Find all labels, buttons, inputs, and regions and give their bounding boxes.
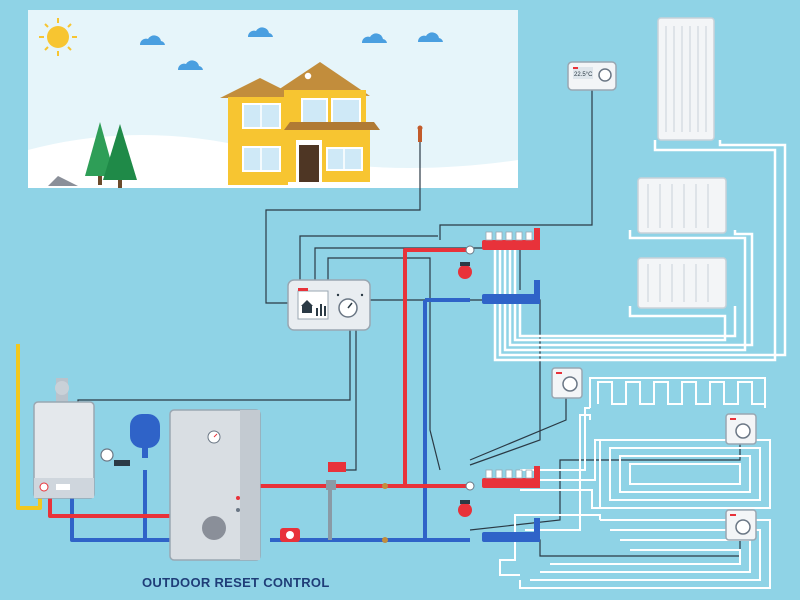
radiator-icon [657, 17, 715, 141]
manifold-icon [482, 228, 540, 250]
mixing-valve-icon [326, 462, 346, 490]
sun-icon [39, 18, 77, 56]
expansion-tank-icon [130, 414, 160, 458]
outdoor-sensor-icon [417, 125, 423, 142]
house-icon [220, 62, 380, 187]
pump-icon [280, 528, 300, 542]
manifold-icon [482, 280, 540, 304]
radiator-piping [493, 140, 787, 362]
gas-pipe [16, 344, 42, 510]
pump-icon [458, 262, 472, 279]
manifold-icon [482, 518, 540, 542]
thermostat-icon [725, 413, 757, 445]
cloud-icon [247, 27, 273, 37]
controller-icon [287, 279, 371, 331]
storage-tank-icon [169, 409, 261, 561]
thermostat-icon: 22.5°C [567, 61, 617, 91]
cloud-icon [139, 35, 165, 45]
boiler-icon [33, 378, 95, 499]
diagram-caption: OUTDOOR RESET CONTROL [142, 575, 330, 590]
underfloor-loop [499, 377, 771, 589]
radiator-icon [637, 257, 727, 309]
pressure-gauge-icon [100, 448, 130, 466]
tree-icon [85, 122, 115, 185]
cloud-icon [361, 33, 387, 43]
thermostat-icon [551, 367, 583, 399]
outdoor-scene [28, 10, 518, 188]
cloud-icon [177, 60, 203, 70]
hot-pipe [48, 248, 470, 518]
manifold-icon [482, 466, 540, 488]
thermostat-display: 22.5°C [574, 72, 593, 78]
cloud-icon [417, 32, 443, 42]
tree-icon [103, 124, 137, 188]
radiator-icon [637, 177, 727, 234]
pump-icon [458, 500, 472, 517]
pressure-gauge-icon [465, 245, 475, 491]
thermostat-icon [725, 509, 757, 541]
